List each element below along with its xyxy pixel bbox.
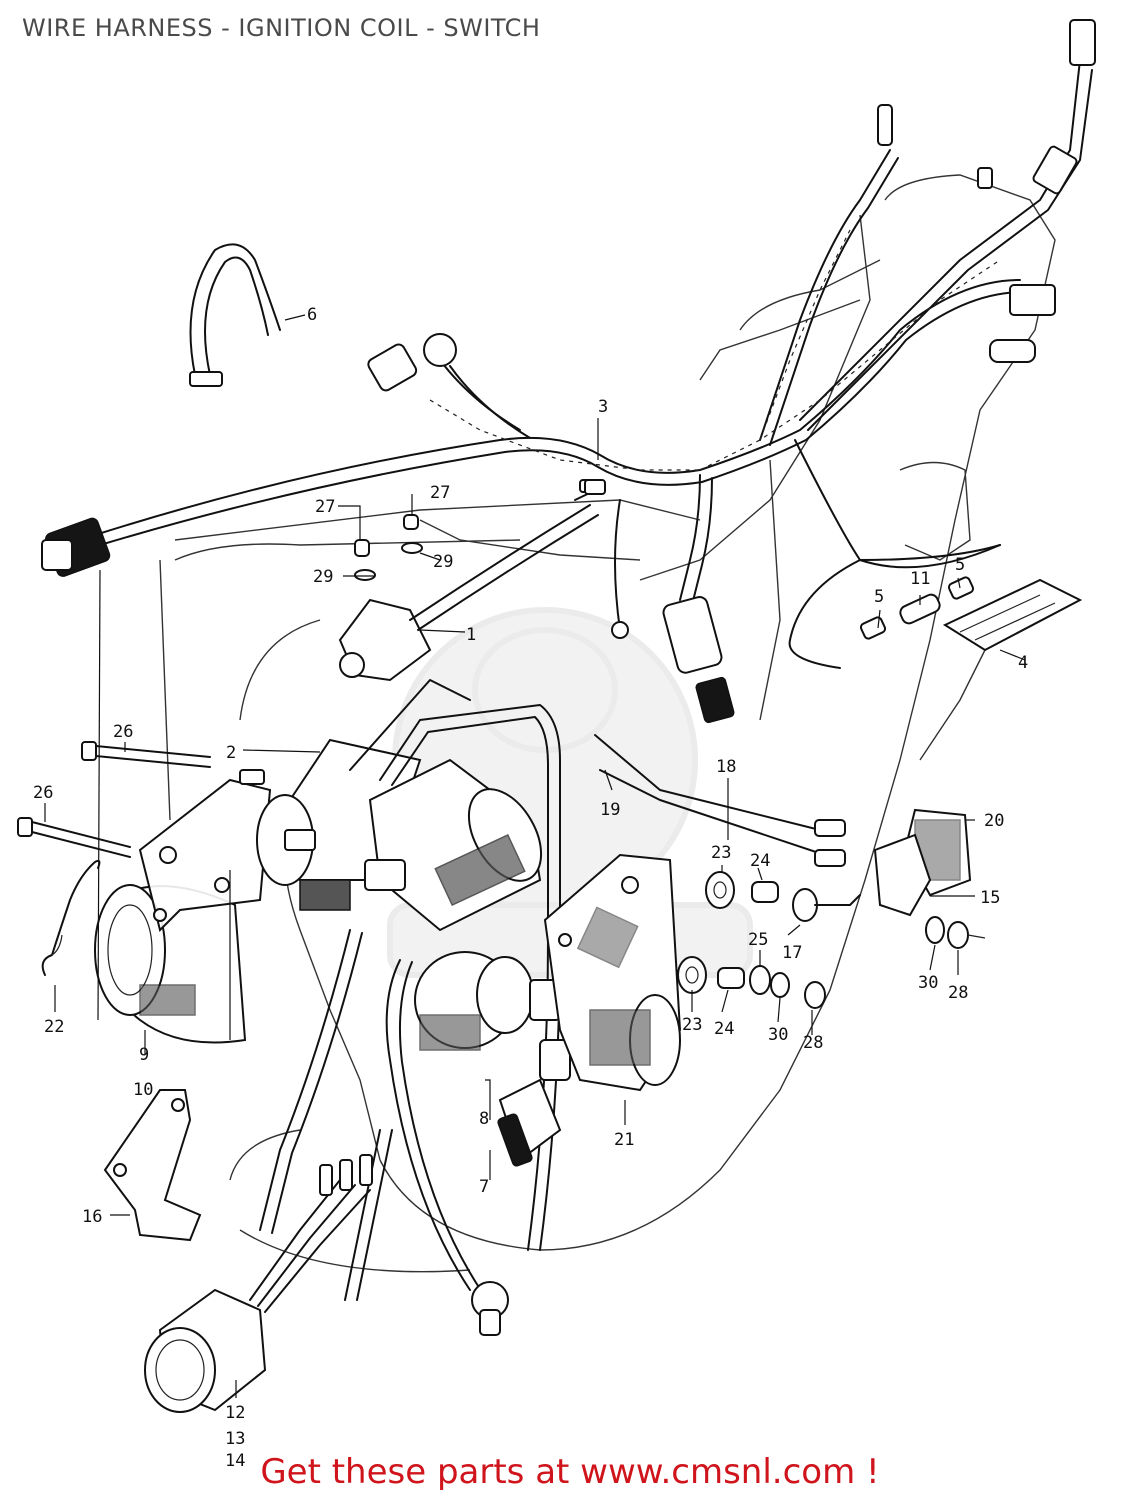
callout-2: 2 xyxy=(226,743,236,763)
grommet-upper[interactable] xyxy=(705,871,735,909)
callout-29-right: 29 xyxy=(433,552,453,572)
callout-16: 16 xyxy=(82,1207,102,1227)
callout-12: 12 xyxy=(225,1403,245,1423)
hanging-band[interactable] xyxy=(189,243,281,387)
nut-28-lower[interactable] xyxy=(804,981,826,1009)
callout-9: 9 xyxy=(139,1045,149,1065)
callout-28-upper: 28 xyxy=(948,983,968,1003)
callout-23-lower: 23 xyxy=(682,1015,702,1035)
washer-17[interactable] xyxy=(792,888,861,922)
switch-bracket[interactable] xyxy=(543,853,682,1092)
fuse-cover[interactable] xyxy=(942,578,1083,652)
small-bracket[interactable] xyxy=(103,1089,202,1242)
rectifier[interactable] xyxy=(338,479,606,682)
washer-29[interactable] xyxy=(354,542,423,581)
callout-27-right: 27 xyxy=(430,483,450,503)
callout-7: 7 xyxy=(479,1177,489,1197)
callout-8: 8 xyxy=(479,1109,489,1129)
nut-lower[interactable] xyxy=(770,972,790,998)
leader-lines xyxy=(44,314,1026,1398)
callout-26-lower: 26 xyxy=(33,783,53,803)
callout-27-left: 27 xyxy=(315,497,335,517)
ignition-switch[interactable] xyxy=(414,951,571,1167)
callout-6: 6 xyxy=(307,305,317,325)
cable[interactable] xyxy=(594,734,846,867)
grommet-lower[interactable] xyxy=(677,956,707,994)
main-wire-harness[interactable] xyxy=(41,19,1096,724)
callout-5-right: 5 xyxy=(955,555,965,575)
footer-link[interactable]: Get these parts at www.cmsnl.com ! xyxy=(260,1452,880,1492)
fuse[interactable] xyxy=(898,592,942,625)
callout-17: 17 xyxy=(782,943,802,963)
collar-lower[interactable] xyxy=(717,967,745,989)
callout-1: 1 xyxy=(466,625,476,645)
callout-4: 4 xyxy=(1018,653,1028,673)
callout-14: 14 xyxy=(225,1451,245,1471)
mounting-bracket[interactable] xyxy=(138,769,272,932)
callout-10: 10 xyxy=(133,1080,153,1100)
callout-18: 18 xyxy=(716,757,736,777)
collar-upper[interactable] xyxy=(751,881,779,903)
callout-3: 3 xyxy=(598,397,608,417)
screw-27[interactable] xyxy=(354,514,419,557)
nut-28-upper[interactable] xyxy=(947,921,986,949)
callout-29-left: 29 xyxy=(313,567,333,587)
callout-30-lower: 30 xyxy=(768,1025,788,1045)
fuse-wire[interactable] xyxy=(788,544,1001,669)
callout-19: 19 xyxy=(600,800,620,820)
bolt-short[interactable] xyxy=(17,817,131,858)
callout-21: 21 xyxy=(614,1130,634,1150)
relay-bracket[interactable] xyxy=(873,833,932,917)
callout-28-lower: 28 xyxy=(803,1033,823,1053)
horn[interactable] xyxy=(94,884,247,1044)
callout-26-upper: 26 xyxy=(113,722,133,742)
callout-24-lower: 24 xyxy=(714,1019,734,1039)
washer-30-upper[interactable] xyxy=(925,916,945,944)
page-title: WIRE HARNESS - IGNITION COIL - SWITCH xyxy=(22,14,541,42)
socket-assembly[interactable] xyxy=(144,1154,373,1413)
plug-cord-long[interactable] xyxy=(385,959,509,1336)
callout-24-upper: 24 xyxy=(750,851,770,871)
callouts: 1 2 3 4 5 5 6 7 8 9 10 11 12 13 14 15 16… xyxy=(33,305,1028,1471)
callout-13: 13 xyxy=(225,1429,245,1449)
callout-23-upper: 23 xyxy=(711,843,731,863)
callout-11: 11 xyxy=(910,569,930,589)
plug-cord-short[interactable] xyxy=(259,929,393,1301)
callout-25: 25 xyxy=(748,930,768,950)
spring[interactable] xyxy=(41,859,101,976)
callout-15: 15 xyxy=(980,888,1000,908)
callout-5-left: 5 xyxy=(874,587,884,607)
washer-lower[interactable] xyxy=(749,965,771,995)
fuse-clip-left[interactable] xyxy=(859,616,887,640)
callout-22: 22 xyxy=(44,1017,64,1037)
ignition-coil[interactable] xyxy=(364,704,561,1251)
callout-30-upper: 30 xyxy=(918,973,938,993)
bolt-long[interactable] xyxy=(81,741,211,768)
callout-20: 20 xyxy=(984,811,1004,831)
fuse-clip-right[interactable] xyxy=(947,576,975,600)
